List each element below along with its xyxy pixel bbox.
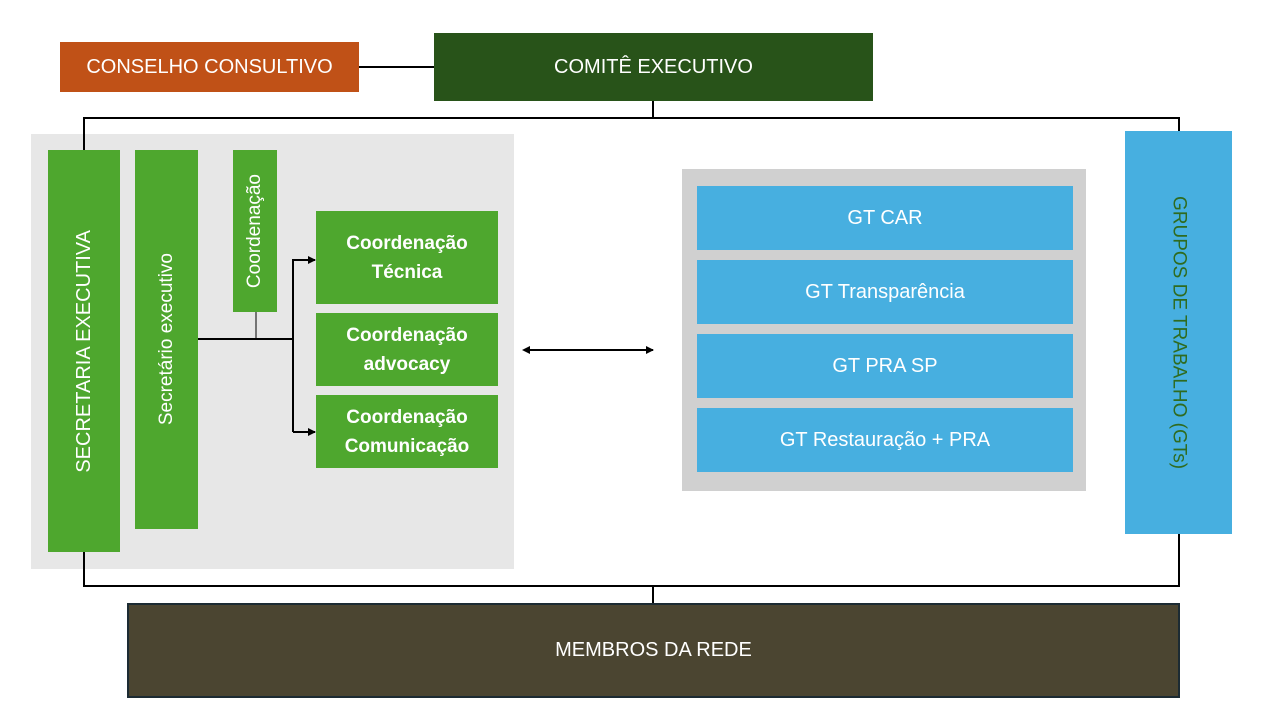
coordenacao-tecnica-line1: Coordenação [346, 232, 468, 254]
secretario-executivo-box: Secretário executivo [135, 150, 198, 529]
gt-transparencia-box: GT Transparência [697, 260, 1073, 324]
coordenacao-comunicacao-box: Coordenação Comunicação [316, 395, 498, 468]
comite-executivo-box: COMITÊ EXECUTIVO [434, 33, 873, 101]
coordenacao-advocacy-line1: Coordenação [346, 324, 468, 346]
coordenacao-comunicacao-line2: Comunicação [344, 435, 470, 457]
gt-restauracao-pra-box: GT Restauração + PRA [697, 408, 1073, 472]
secretaria-executiva-label: SECRETARIA EXECUTIVA [72, 229, 95, 473]
gt-car-label: GT CAR [847, 206, 923, 229]
grupos-de-trabalho-box: GRUPOS DE TRABALHO (GTs) [1125, 131, 1232, 534]
conselho-consultivo-label: CONSELHO CONSULTIVO [86, 55, 333, 78]
coordenacao-box: Coordenação [233, 150, 277, 312]
gt-car-box: GT CAR [697, 186, 1073, 250]
gt-pra-sp-label: GT PRA SP [832, 354, 938, 377]
conselho-consultivo-box: CONSELHO CONSULTIVO [60, 42, 359, 92]
membros-da-rede-label: MEMBROS DA REDE [555, 639, 752, 661]
coordenacao-tecnica-box: Coordenação Técnica [316, 211, 498, 304]
secretario-executivo-label: Secretário executivo [155, 253, 177, 426]
gt-transparencia-label: GT Transparência [805, 280, 965, 303]
coordenacao-comunicacao-line1: Coordenação [346, 406, 468, 428]
coordenacao-label: Coordenação [244, 173, 265, 289]
grupos-de-trabalho-label: GRUPOS DE TRABALHO (GTs) [1168, 195, 1190, 470]
coordenacao-tecnica-line2: Técnica [371, 261, 443, 283]
gt-pra-sp-box: GT PRA SP [697, 334, 1073, 398]
coordenacao-advocacy-line2: advocacy [363, 353, 451, 375]
gt-restauracao-pra-label: GT Restauração + PRA [779, 428, 991, 451]
coordenacao-advocacy-box: Coordenação advocacy [316, 313, 498, 386]
membros-da-rede-box: MEMBROS DA REDE [127, 603, 1180, 698]
comite-executivo-label: COMITÊ EXECUTIVO [554, 55, 753, 78]
secretaria-executiva-box: SECRETARIA EXECUTIVA [48, 150, 120, 552]
